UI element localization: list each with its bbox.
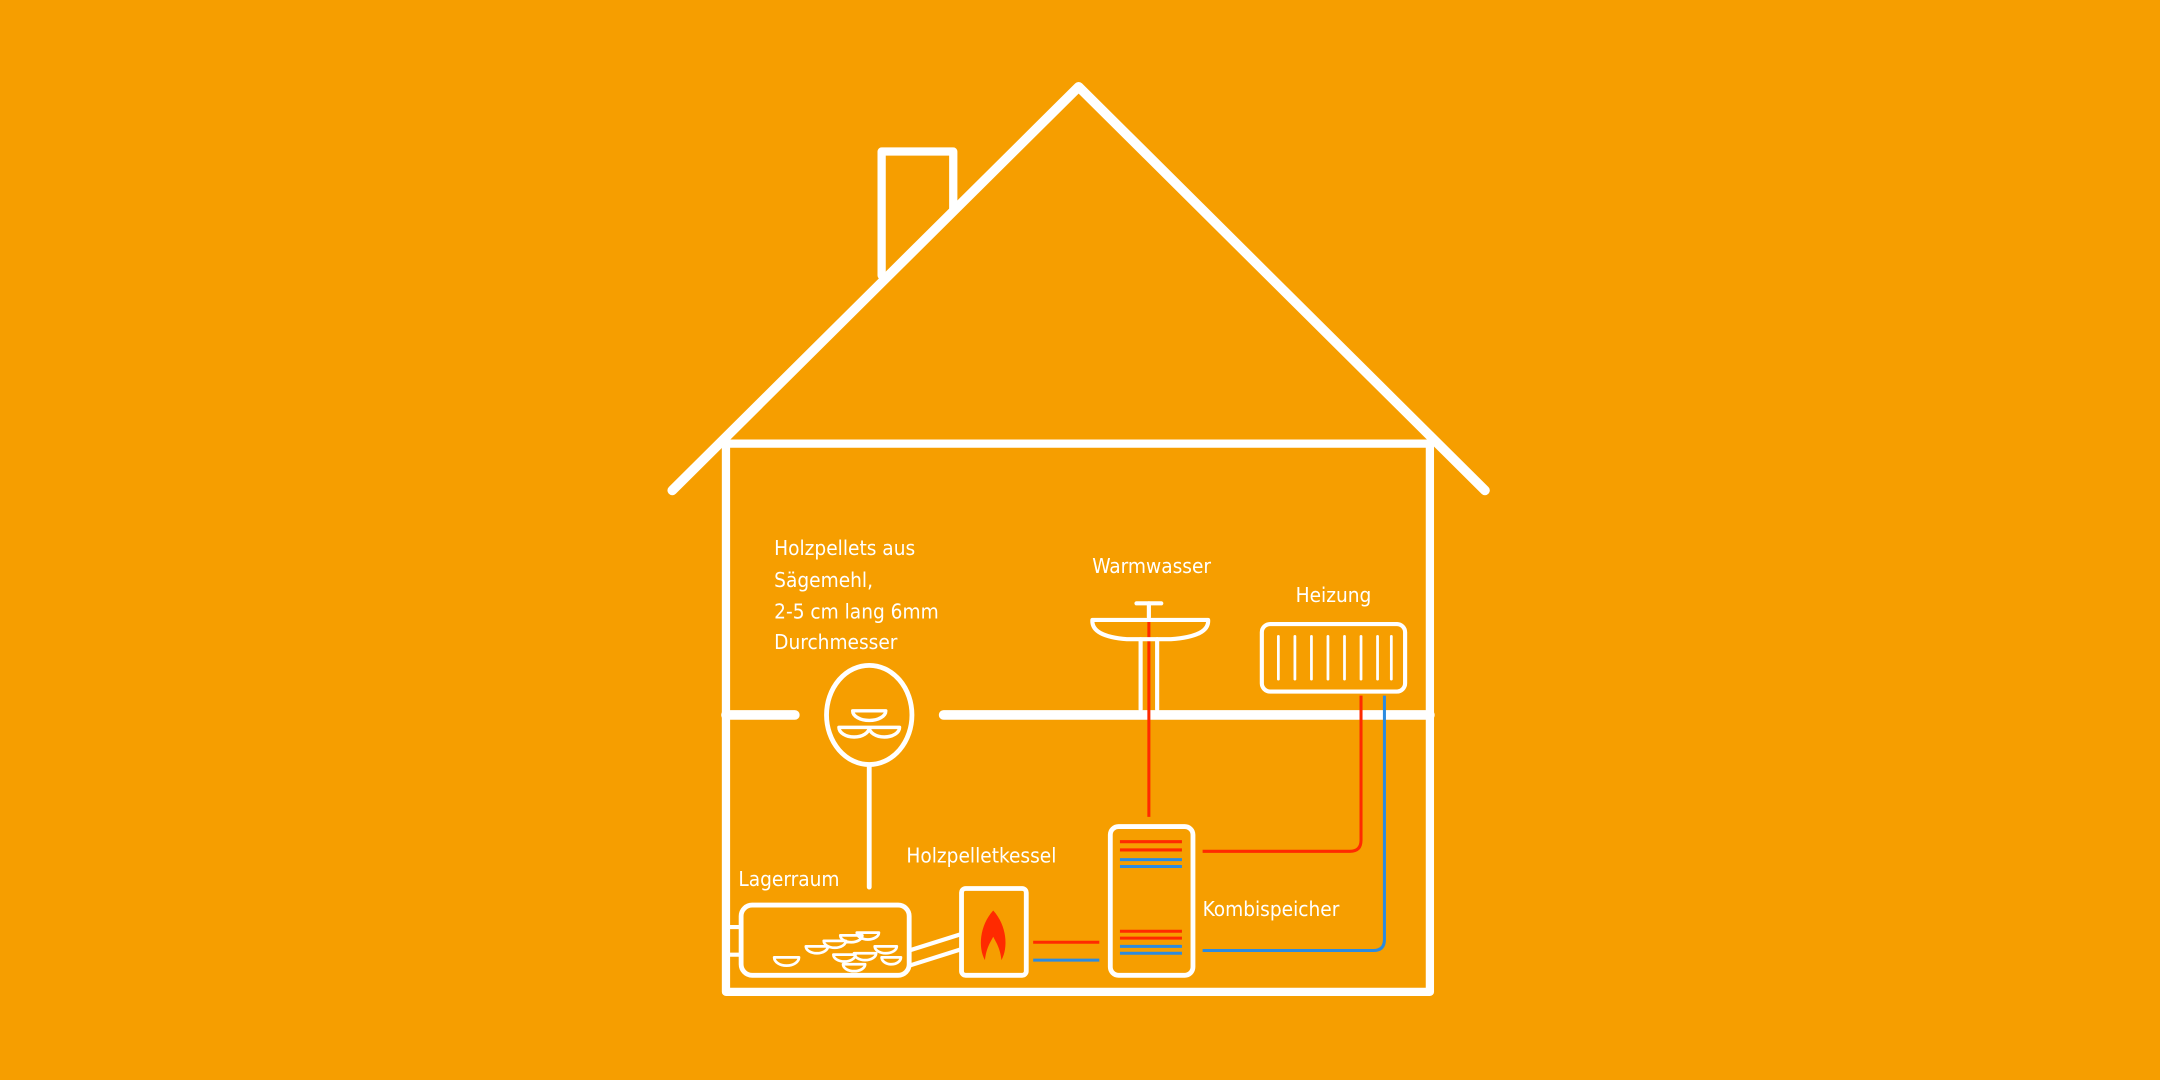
pipes (1033, 606, 1386, 962)
lagerraum-label: Lagerraum (738, 867, 839, 891)
pellets-label-2: Sägemehl, (774, 568, 873, 592)
flame-icon (980, 910, 1006, 961)
house (667, 81, 1490, 996)
pellets-label-4: Durchmesser (774, 630, 898, 654)
storage-room (723, 902, 964, 978)
warmwasser-label: Warmwasser (1092, 554, 1211, 578)
kessel-label: Holzpelletkessel (906, 843, 1056, 867)
pellets-label-3: 2-5 cm lang 6mm (774, 600, 939, 624)
labels: Holzpellets aus Sägemehl, 2-5 cm lang 6m… (738, 536, 1371, 921)
kombispeicher-label: Kombispeicher (1203, 897, 1340, 921)
sink (1090, 601, 1211, 712)
pellet-lens (824, 662, 915, 890)
walls (721, 439, 1435, 996)
pellets-label-1: Holzpellets aus (774, 536, 915, 560)
radiator (1259, 621, 1408, 694)
heizung-label: Heizung (1296, 583, 1372, 607)
roof (667, 81, 1490, 496)
combi-storage (1107, 824, 1196, 978)
chimney (877, 147, 958, 280)
pellet-boiler (959, 886, 1029, 978)
